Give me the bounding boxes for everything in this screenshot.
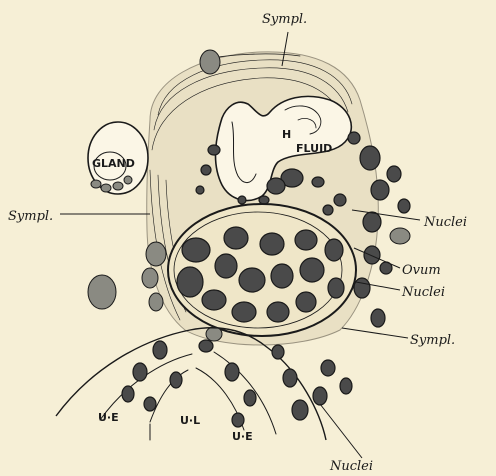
uterine-epithelium: U·E U·L U·E [56,328,352,443]
label-sympl-right: Sympl. [410,333,455,348]
label-sympl-left: Sympl. [8,209,53,224]
ul-label: U·L [180,414,200,427]
ue-left-label: U·E [98,411,119,424]
ue-right-label: U·E [232,430,253,443]
gland: GLAND [88,122,148,194]
h-label: H [282,128,291,141]
label-ovum: Ovum [402,263,441,278]
fluid-label: FLUID [296,142,332,155]
ovum [168,204,356,336]
label-nuclei-top: Nuclei [423,215,467,230]
label-nuclei-mid: Nuclei [401,285,445,300]
label-sympl-top: Sympl. [262,12,307,27]
gland-label: GLAND [92,157,135,170]
label-nuclei-bottom: Nuclei [329,459,373,474]
